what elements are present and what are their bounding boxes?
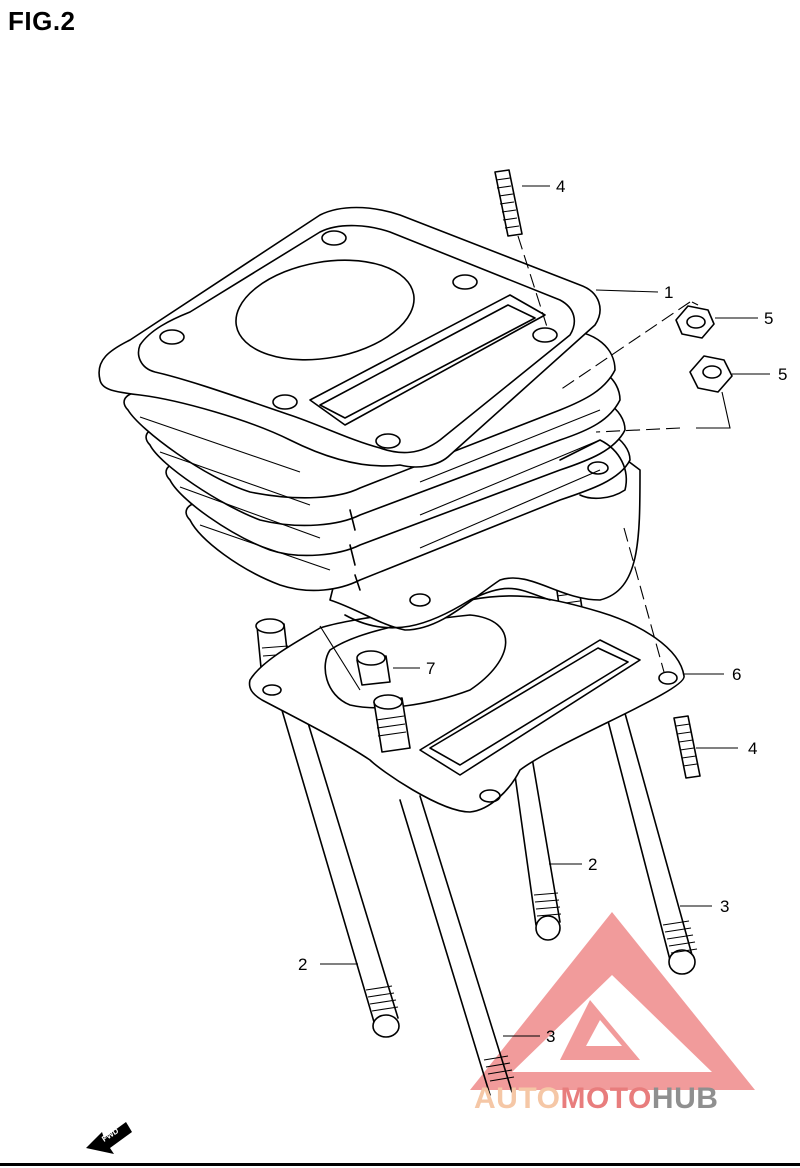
bottom-border — [0, 1163, 800, 1166]
callout-7: 7 — [426, 659, 435, 678]
nut-5-lower — [689, 355, 733, 393]
callout-4-top: 4 — [556, 177, 565, 196]
stud-4-top — [494, 169, 523, 237]
figure-title: FIG.2 — [8, 6, 76, 36]
watermark-part-3: HUB — [651, 1082, 719, 1115]
watermark-wordmark: AUTOMOTOHUB — [474, 1082, 718, 1116]
fwd-arrow-icon: FWD — [86, 1122, 132, 1154]
callout-1: 1 — [664, 283, 673, 302]
watermark-logo — [470, 912, 755, 1090]
callout-3-right: 3 — [720, 897, 729, 916]
callout-5-lower: 5 — [778, 365, 787, 384]
watermark-part-1: AUTO — [474, 1082, 561, 1115]
base-gasket — [248, 595, 685, 813]
stud-3-front — [399, 795, 515, 1096]
dowel-stud-front — [373, 694, 411, 753]
dowel-pin-7 — [356, 650, 391, 686]
nut-5-upper — [675, 305, 715, 339]
callout-3-front: 3 — [546, 1027, 555, 1046]
cylinder-block — [98, 206, 641, 631]
assembly-lines — [319, 235, 731, 691]
callout-6: 6 — [732, 665, 741, 684]
callout-5-upper: 5 — [764, 309, 773, 328]
stud-2-front — [275, 689, 400, 1038]
leader-lines — [320, 185, 770, 1037]
stud-3-right — [599, 687, 698, 975]
callout-4-right: 4 — [748, 739, 757, 758]
callout-2-rear: 2 — [588, 855, 597, 874]
stud-4-right — [673, 715, 701, 779]
watermark-part-2: MOTO — [560, 1082, 652, 1115]
callout-2-front: 2 — [298, 955, 307, 974]
